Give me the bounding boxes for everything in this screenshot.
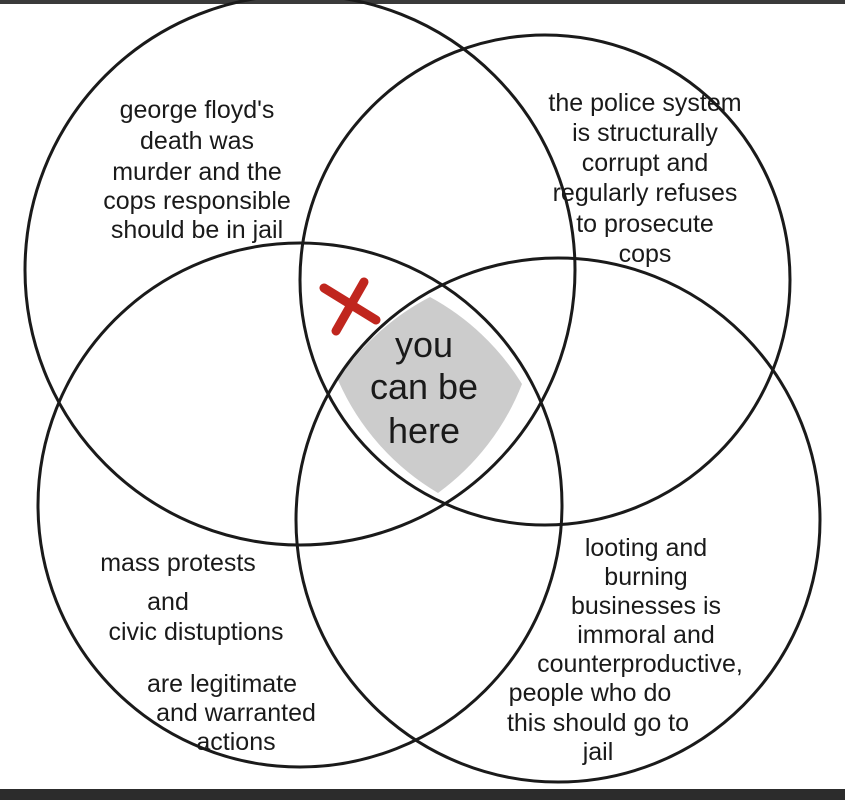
top-right-line: is structurally bbox=[572, 119, 718, 147]
bottom-right-line: burning bbox=[604, 563, 687, 591]
top-left-line: death was bbox=[140, 127, 254, 155]
center-line: you bbox=[395, 324, 453, 365]
bottom-bar bbox=[0, 789, 845, 800]
bottom-right-line: counterproductive, bbox=[537, 650, 743, 678]
bottom-right-line: looting and bbox=[585, 534, 707, 562]
top-right-line: the police system bbox=[548, 89, 741, 117]
bottom-left-line: actions bbox=[196, 728, 275, 756]
top-right-line: corrupt and bbox=[582, 149, 708, 177]
top-right-line: regularly refuses bbox=[553, 179, 738, 207]
top-left-line: cops responsible bbox=[103, 187, 291, 215]
bottom-left-line: mass protests bbox=[100, 549, 256, 577]
center-line: can be bbox=[370, 366, 478, 407]
circle-bottom-right bbox=[294, 256, 822, 784]
circle-bottom-left bbox=[36, 241, 564, 769]
bottom-right-line: this should go to bbox=[507, 709, 689, 737]
top-left-line: should be in jail bbox=[111, 216, 283, 244]
bottom-right-line: businesses is bbox=[571, 592, 721, 620]
top-left-text: george floyd's death was murder and the … bbox=[103, 96, 291, 244]
center-line: here bbox=[388, 410, 460, 451]
top-right-line: cops bbox=[619, 240, 672, 268]
bottom-right-text: looting and burning businesses is immora… bbox=[507, 534, 743, 766]
bottom-right-line: immoral and bbox=[577, 621, 715, 649]
bottom-left-line: and bbox=[147, 588, 189, 616]
circle-top-left bbox=[23, 0, 577, 547]
bottom-left-line: and warranted bbox=[156, 699, 316, 727]
center-text: you can be here bbox=[370, 324, 478, 451]
bottom-left-line: are legitimate bbox=[147, 670, 297, 698]
top-right-line: to prosecute bbox=[576, 210, 714, 238]
bottom-right-line: jail bbox=[582, 738, 614, 766]
top-bar bbox=[0, 0, 845, 4]
top-left-line: george floyd's bbox=[120, 96, 275, 124]
bottom-left-text: mass protests and civic distuptions are … bbox=[100, 549, 316, 756]
circle-top-right bbox=[298, 33, 792, 527]
bottom-right-line: people who do bbox=[509, 679, 672, 707]
x-mark-icon bbox=[319, 277, 381, 336]
bottom-left-line: civic distuptions bbox=[108, 618, 283, 646]
top-left-line: murder and the bbox=[112, 158, 282, 186]
center-region bbox=[338, 297, 522, 493]
top-right-text: the police system is structurally corrup… bbox=[548, 89, 741, 268]
